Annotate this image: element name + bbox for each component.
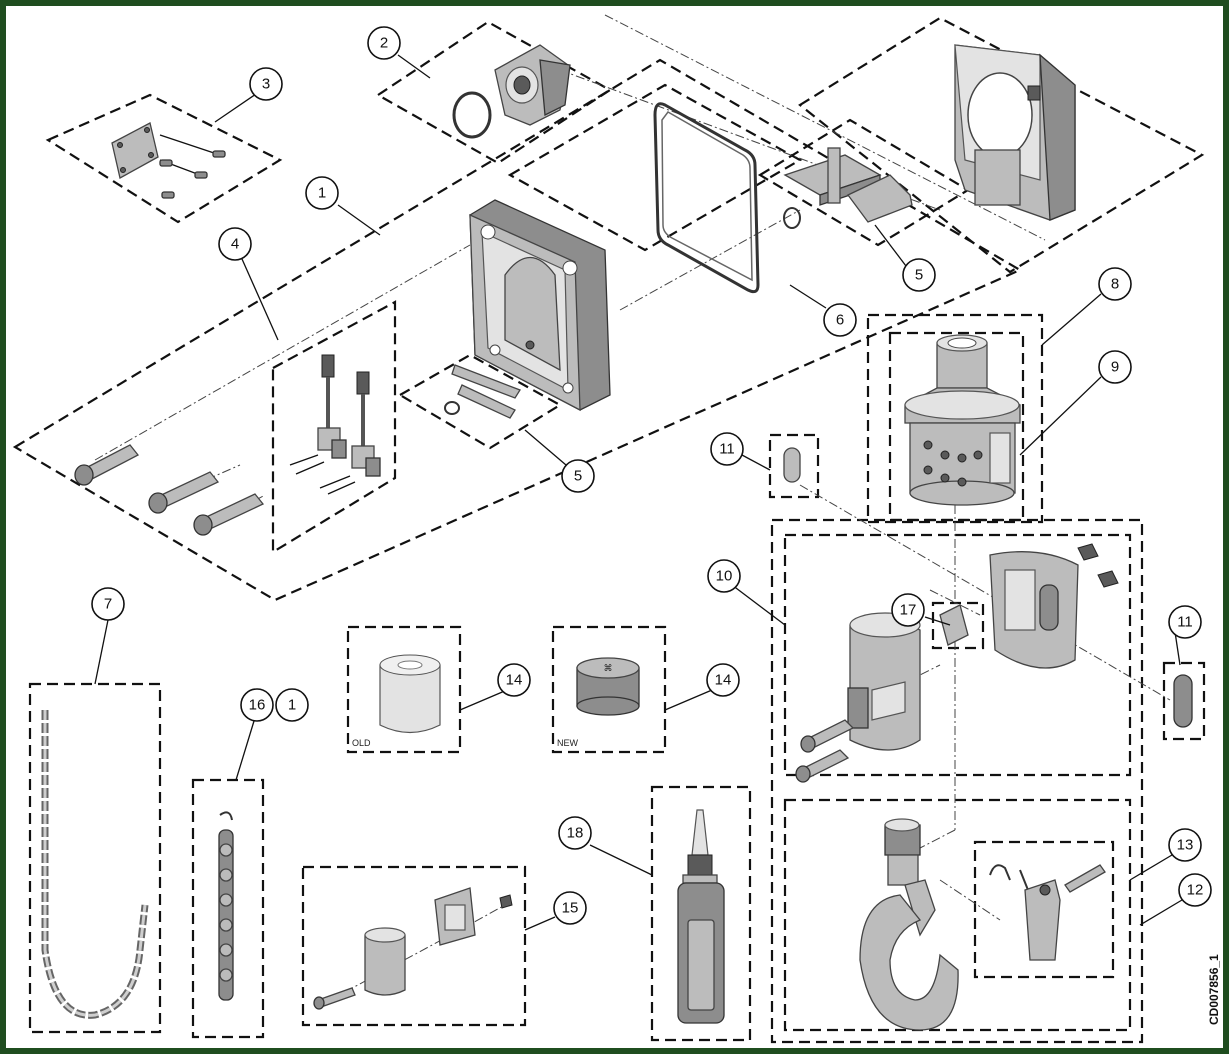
svg-text:5: 5	[915, 267, 923, 284]
part-16-strap	[218, 811, 234, 1001]
callout-5-upper: 5	[902, 258, 936, 292]
svg-text:11: 11	[719, 441, 735, 458]
part-15-mounting-kit	[313, 887, 513, 1010]
group-box-12	[770, 518, 1144, 1044]
part-5-upper-bracket	[783, 147, 913, 223]
group-box-14-old	[346, 625, 462, 754]
group-box-6	[507, 83, 803, 252]
part-11-insert-right	[1173, 674, 1193, 728]
group-box-18	[650, 785, 752, 1042]
svg-text:8: 8	[1111, 276, 1119, 293]
group-box-17	[931, 601, 985, 650]
part-3-cover-plate	[111, 122, 226, 199]
group-box-3	[45, 93, 283, 224]
group-box-13	[973, 840, 1115, 979]
callout-14-old: 14	[497, 663, 531, 697]
callout-14-new: 14	[706, 663, 740, 697]
group-box-hook	[783, 798, 1132, 1032]
svg-text:1: 1	[318, 185, 326, 202]
svg-text:⌘: ⌘	[604, 663, 613, 673]
part-long-bolts	[74, 444, 265, 536]
part-18-lubricant-bottle	[677, 809, 725, 1024]
group-box-14-new	[551, 625, 667, 754]
svg-text:16: 16	[249, 697, 266, 714]
group-box-housing	[798, 16, 1205, 274]
assembly-center-lines	[94, 14, 1171, 1001]
callout-15: 15	[553, 891, 587, 925]
callout-leader-lines	[94, 54, 1183, 931]
group-box-5-lower	[397, 353, 563, 450]
group-box-9	[888, 331, 1025, 522]
callout-8: 8	[1098, 267, 1132, 301]
part-13-latch-kit	[989, 864, 1106, 961]
svg-text:15: 15	[562, 900, 579, 917]
svg-text:5: 5	[574, 468, 582, 485]
svg-text:2: 2	[380, 35, 388, 52]
svg-text:18: 18	[567, 825, 584, 842]
svg-text:13: 13	[1177, 837, 1194, 854]
group-box-11-right	[1162, 661, 1206, 741]
callout-17: 17	[891, 593, 925, 627]
group-box-4	[271, 300, 397, 554]
callout-18: 18	[558, 816, 592, 850]
part-housing-frame	[954, 44, 1076, 221]
callout-1-strap: 1	[275, 688, 309, 722]
part-7-chain	[41, 710, 149, 1019]
svg-text:4: 4	[231, 236, 239, 253]
svg-text:1: 1	[288, 697, 296, 714]
group-box-7	[28, 682, 162, 1034]
callout-16: 16	[240, 688, 274, 722]
part-1-main-housing	[469, 199, 611, 412]
callout-1: 1	[305, 176, 339, 210]
group-box-11-left	[768, 433, 820, 499]
part-10-yoke-halves	[795, 543, 1119, 783]
svg-text:12: 12	[1187, 882, 1204, 899]
svg-text:11: 11	[1177, 614, 1193, 631]
part-17-pin	[939, 604, 969, 646]
caption-new: NEW	[557, 738, 579, 748]
part-6-gasket	[653, 102, 801, 294]
part-11-insert-left	[783, 447, 801, 483]
callout-11-left: 11	[710, 432, 744, 466]
callout-10: 10	[707, 559, 741, 593]
group-box-15	[301, 865, 527, 1027]
callout-4: 4	[218, 227, 252, 261]
svg-text:3: 3	[262, 76, 270, 93]
part-5-lower-rails	[444, 364, 521, 419]
callout-5-lower: 5	[561, 459, 595, 493]
svg-text:14: 14	[506, 672, 523, 689]
document-id: CD007856_1	[1207, 954, 1221, 1025]
part-hook	[859, 818, 959, 1031]
group-box-1	[12, 58, 1023, 602]
callout-3: 3	[249, 67, 283, 101]
caption-old: OLD	[352, 738, 371, 748]
part-14-bushing-new: ⌘	[576, 657, 640, 716]
svg-text:14: 14	[715, 672, 732, 689]
callout-12: 12	[1178, 873, 1212, 907]
callout-6: 6	[823, 303, 857, 337]
part-14-bushing-old	[379, 654, 441, 734]
svg-text:10: 10	[716, 568, 733, 585]
group-box-16	[191, 778, 265, 1039]
part-9-shroud	[904, 334, 1021, 506]
part-2-ring-and-rotor	[452, 44, 571, 139]
svg-text:6: 6	[836, 312, 844, 329]
callout-7: 7	[91, 587, 125, 621]
group-box-10	[783, 533, 1132, 777]
callout-13: 13	[1168, 828, 1202, 862]
svg-text:17: 17	[900, 602, 917, 619]
callout-9: 9	[1098, 350, 1132, 384]
part-4-connectors	[289, 354, 381, 495]
callout-2: 2	[367, 26, 401, 60]
svg-text:9: 9	[1111, 359, 1119, 376]
svg-text:7: 7	[104, 596, 112, 613]
callout-11-right: 11	[1168, 605, 1202, 639]
group-box-2	[375, 20, 613, 165]
